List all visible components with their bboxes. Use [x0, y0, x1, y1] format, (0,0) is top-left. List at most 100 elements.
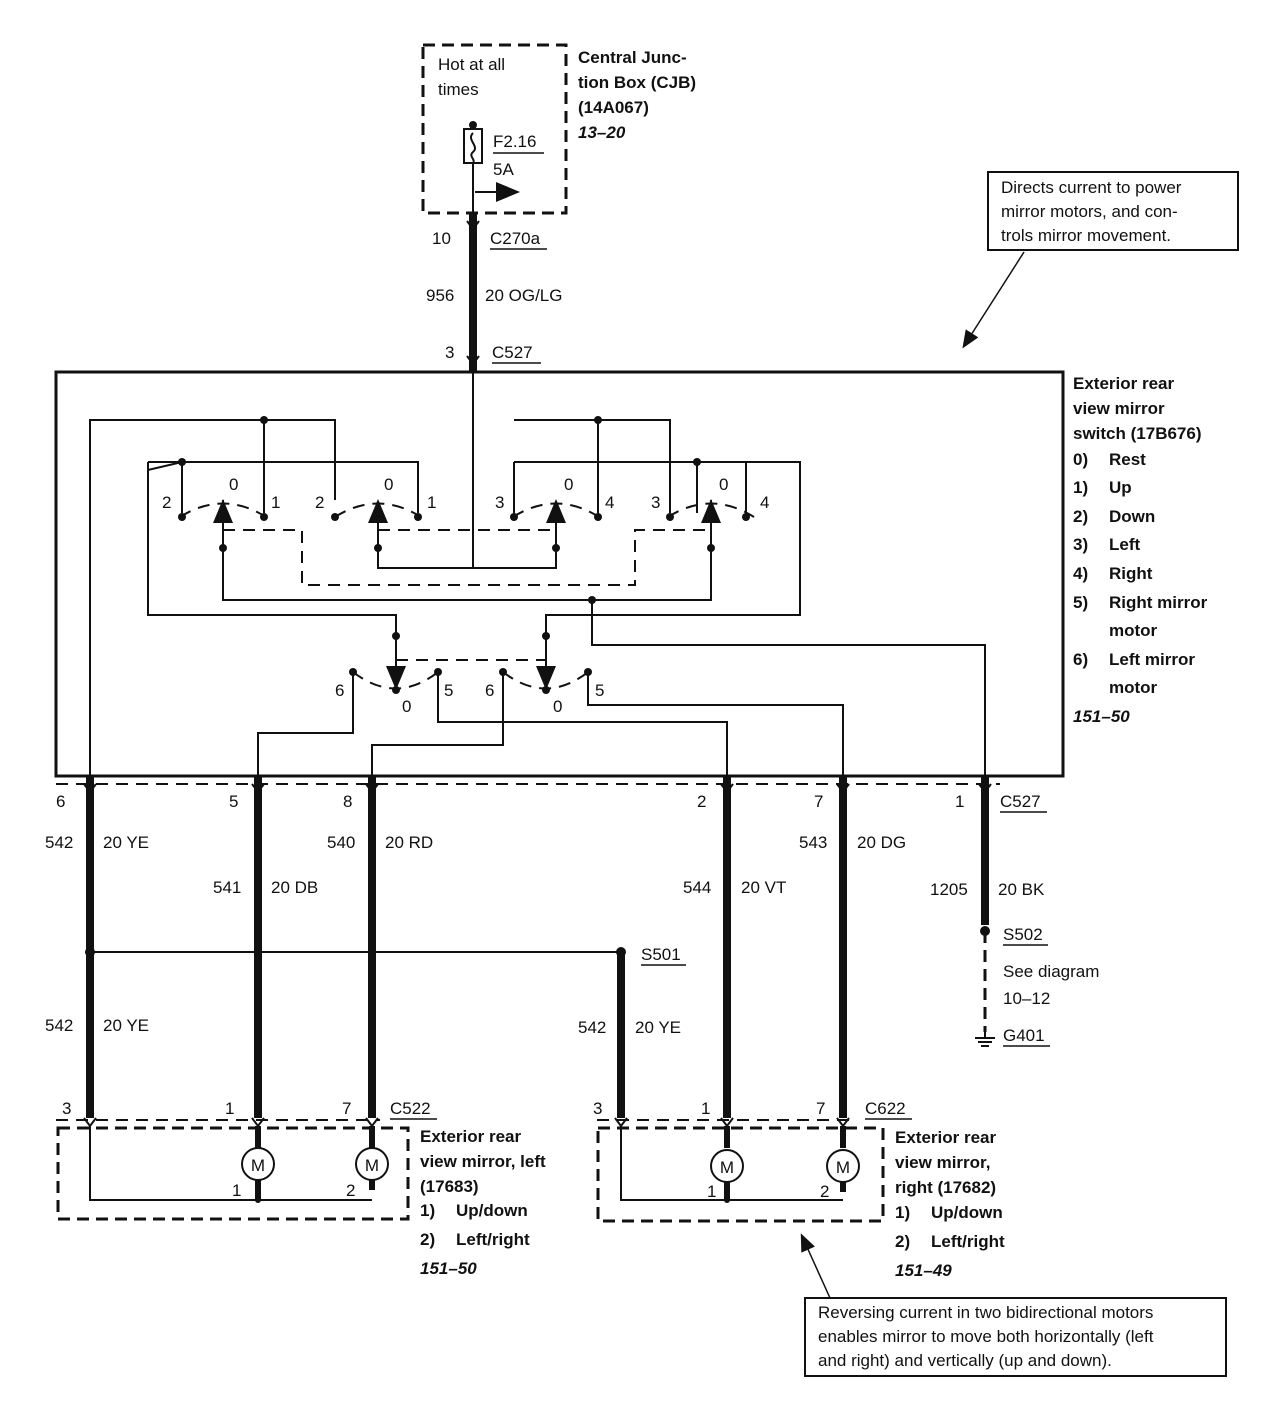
c270a-connector-icon	[466, 220, 480, 231]
cjb-dashed-outline	[421, 43, 568, 215]
svg-text:M: M	[720, 1158, 734, 1177]
c527-pin-8: 8	[343, 792, 352, 811]
left-legend-text-2: Left/right	[456, 1230, 530, 1249]
svg-text:M: M	[836, 1158, 850, 1177]
callout-bottom: Reversing current in two bidirectional m…	[800, 1233, 1227, 1377]
callout-top-box	[987, 171, 1239, 251]
callout-bottom-arrow-icon	[800, 1233, 831, 1299]
wire-540-circuit: 540	[327, 833, 355, 852]
c622-pin-1: 1	[701, 1099, 710, 1118]
wire-541-label: 20 DB	[271, 878, 318, 897]
right-motor-pin-2: 2	[820, 1182, 829, 1201]
lower-left-circuit: 542	[45, 1016, 73, 1035]
legend-text-1: Up	[1109, 478, 1132, 497]
c527-pin-6: 6	[56, 792, 65, 811]
right-mirror-ref: 151–49	[895, 1261, 952, 1280]
cjb-hot-label-1: Hot at all	[438, 55, 505, 74]
s502-see-2: 10–12	[1003, 989, 1050, 1008]
legend-text-4: Right	[1109, 564, 1153, 583]
c522-pin-3: 3	[62, 1099, 71, 1118]
contact-label-f6: 6	[485, 681, 494, 700]
central-junction-box: Hot at all times F2.16 5A Central Junc- …	[421, 43, 696, 215]
wire-544-circuit: 544	[683, 878, 711, 897]
c522-pin-1: 1	[225, 1099, 234, 1118]
motor-icon-left-leftright: M	[355, 1147, 389, 1181]
callout-top-line-2: mirror motors, and con-	[1001, 202, 1178, 221]
c270a-pin: 10	[432, 229, 451, 248]
left-mirror: 3 1 7 C522 M M 1 2 Exterior rear view mi…	[56, 1099, 546, 1278]
legend-text-0: Rest	[1109, 450, 1146, 469]
motor-icon-right-updown: M	[710, 1149, 744, 1183]
lower-left-wire: 20 YE	[103, 1016, 149, 1035]
c527-pin-1: 1	[955, 792, 964, 811]
left-mirror-ref: 151–50	[420, 1259, 477, 1278]
contact-label-e6: 6	[335, 681, 344, 700]
left-mirror-name-1: Exterior rear	[420, 1127, 521, 1146]
c522-label: C522	[390, 1099, 431, 1118]
c527-top-connector-icon	[466, 355, 480, 366]
contact-label-b1: 1	[427, 493, 436, 512]
contact-label-c0: 0	[564, 475, 573, 494]
left-legend-text-1: Up/down	[456, 1201, 528, 1220]
cjb-name-3: (14A067)	[578, 98, 649, 117]
legend-num-2: 2)	[1073, 507, 1088, 526]
legend-num-1: 1)	[1073, 478, 1088, 497]
s502-label: S502	[1003, 925, 1043, 944]
contact-label-a1: 1	[271, 493, 280, 512]
right-mirror: 3 1 7 C622 M M 1 2 Exterior rear view mi…	[593, 1099, 1005, 1280]
wire-543-label: 20 DG	[857, 833, 906, 852]
right-legend-text-1: Up/down	[931, 1203, 1003, 1222]
contact-label-a2: 2	[162, 493, 171, 512]
right-mirror-name-2: view mirror,	[895, 1153, 990, 1172]
contact-label-e5: 5	[444, 681, 453, 700]
g401-label: G401	[1003, 1026, 1045, 1045]
legend-text-7: Left mirror	[1109, 650, 1195, 669]
legend-text-8: motor	[1109, 678, 1158, 697]
right-motor-pin-1: 1	[707, 1182, 716, 1201]
fuse-icon	[463, 128, 483, 164]
left-legend-num-1: 1)	[420, 1201, 435, 1220]
c622-pin-7: 7	[816, 1099, 825, 1118]
left-motor-pin-2: 2	[346, 1181, 355, 1200]
c527-pin-2: 2	[697, 792, 706, 811]
wire-956-circuit: 956	[426, 286, 454, 305]
motor-icon-left-updown: M	[241, 1147, 275, 1181]
wire-541-circuit: 541	[213, 878, 241, 897]
c527-pin-5: 5	[229, 792, 238, 811]
legend-text-2: Down	[1109, 507, 1155, 526]
c622-pin-3: 3	[593, 1099, 602, 1118]
contact-label-f0: 0	[553, 697, 562, 716]
callout-top: Directs current to power mirror motors, …	[962, 171, 1239, 349]
wire-1205-label: 20 BK	[998, 880, 1045, 899]
s502-see-1: See diagram	[1003, 962, 1099, 981]
lower-right-wire: 20 YE	[635, 1018, 681, 1037]
callout-top-line-1: Directs current to power	[1001, 178, 1182, 197]
contact-label-b0: 0	[384, 475, 393, 494]
c522-pin-7: 7	[342, 1099, 351, 1118]
contact-label-b2: 2	[315, 493, 324, 512]
legend-num-4: 4)	[1073, 564, 1088, 583]
c527-bottom-label: C527	[1000, 792, 1041, 811]
s501-label: S501	[641, 945, 681, 964]
legend-num-0: 0)	[1073, 450, 1088, 469]
contact-label-d0: 0	[719, 475, 728, 494]
left-mirror-name-2: view mirror, left	[420, 1152, 546, 1171]
switch-ref: 151–50	[1073, 707, 1130, 726]
fuse-top-node	[469, 121, 477, 129]
c527-top-pin: 3	[445, 343, 454, 362]
right-legend-num-2: 2)	[895, 1232, 910, 1251]
switch-name-2: view mirror	[1073, 399, 1165, 418]
legend-text-6: motor	[1109, 621, 1158, 640]
c527-bottom-connector: 6 5 8 2 7 1 C527 542 20 YE 541 20 DB 540…	[45, 776, 1047, 1118]
contact-label-d4: 4	[760, 493, 769, 512]
wire-543-circuit: 543	[799, 833, 827, 852]
wire-1205-circuit: 1205	[930, 880, 968, 899]
legend-text-3: Left	[1109, 535, 1141, 554]
cjb-name-1: Central Junc-	[578, 48, 687, 67]
contact-label-f5: 5	[595, 681, 604, 700]
splice-s501: S501 542 20 YE 542 20 YE	[45, 945, 686, 1118]
top-wire-956: 10 C270a 956 20 OG/LG 3 C527	[426, 213, 562, 372]
right-legend-text-2: Left/right	[931, 1232, 1005, 1251]
contact-label-e0: 0	[402, 697, 411, 716]
